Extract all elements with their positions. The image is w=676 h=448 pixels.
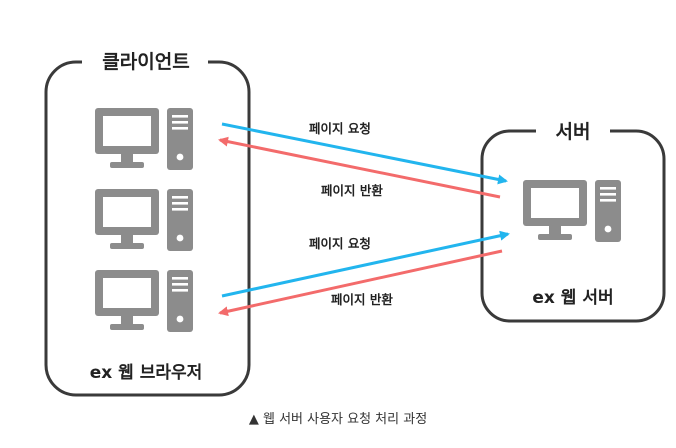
server-title: 서버 [556,121,591,143]
desktop-computer-icon [95,108,193,170]
figure-caption: ▲ 웹 서버 사용자 요청 처리 과정 [248,412,428,427]
desktop-computer-icon [523,180,621,242]
request-label-top: 페이지 요청 [309,121,371,136]
response-label-top: 페이지 반환 [321,183,383,198]
desktop-computer-icon [95,189,193,251]
server-box: 서버 ex 웹 서버 [480,120,666,323]
client-box: 클라이언트 ex 웹 브라우저 [44,50,251,397]
client-footer: ex 웹 브라우저 [90,363,203,383]
request-label-bottom: 페이지 요청 [309,236,371,251]
client-title: 클라이언트 [102,51,189,73]
request-arrow-top [221,122,508,185]
server-footer: ex 웹 서버 [532,288,613,308]
response-arrow-bottom [218,249,503,317]
response-arrow-top [218,136,501,199]
request-arrow-bottom [221,230,510,298]
response-label-bottom: 페이지 반환 [331,292,393,307]
desktop-computer-icon [95,270,193,332]
